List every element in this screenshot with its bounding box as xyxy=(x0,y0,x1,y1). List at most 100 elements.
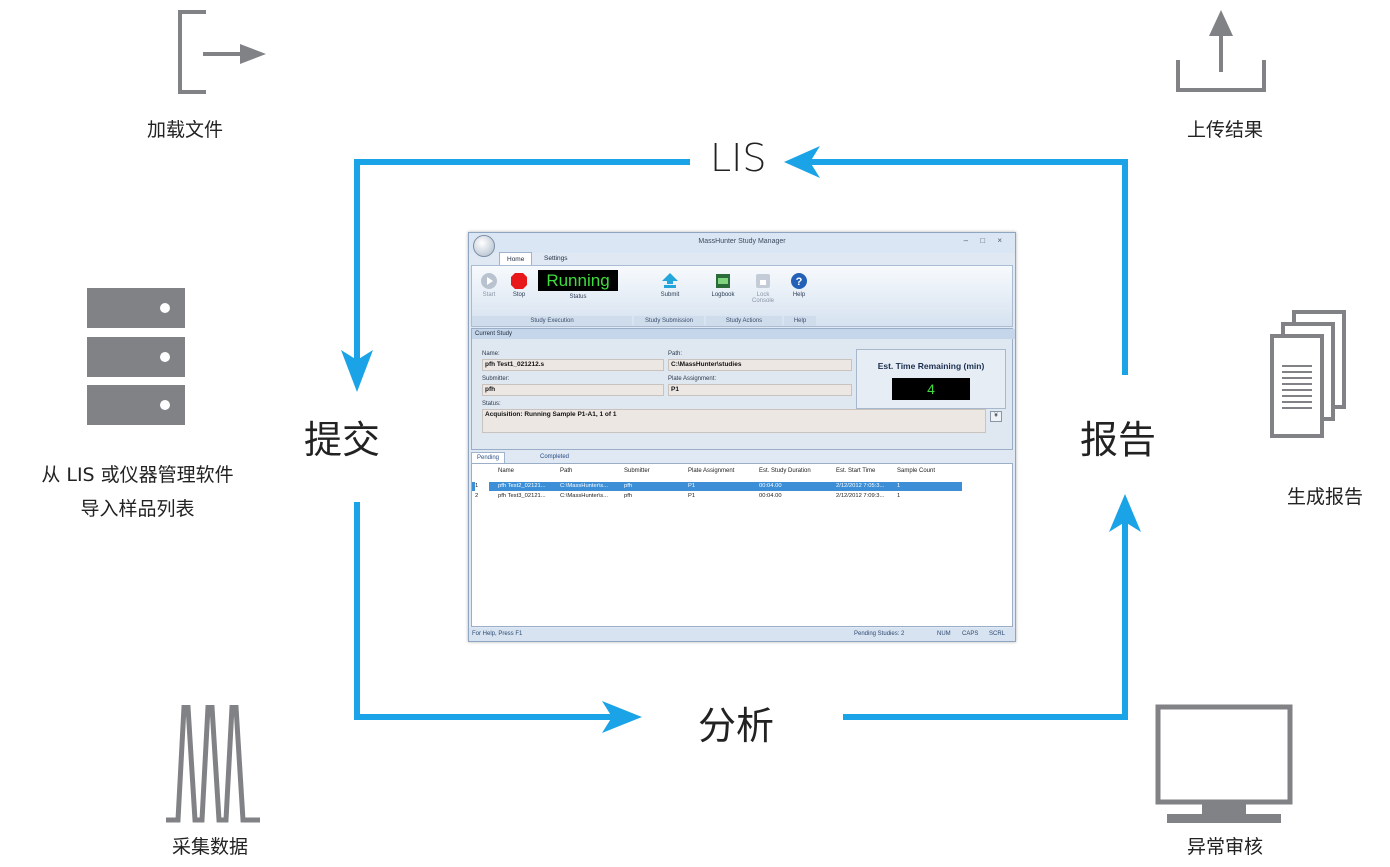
acquire-data-label: 采集数据 xyxy=(171,836,248,858)
svg-text:?: ? xyxy=(796,276,803,288)
group-help: Help xyxy=(784,316,816,326)
generate-report-label: 生成报告 xyxy=(1286,486,1363,508)
cell-path: C:\MassHunter\s... xyxy=(560,493,608,499)
cell-submitter: pfh xyxy=(624,483,633,489)
upload-icon xyxy=(1176,10,1266,92)
path-field: C:\MassHunter\studies xyxy=(668,359,852,371)
start-button[interactable]: Start xyxy=(476,272,502,298)
status-label: Status: xyxy=(482,401,501,407)
lock-icon xyxy=(756,274,770,288)
table-row[interactable]: 2 pfh Test3_02121... C:\MassHunter\s... … xyxy=(472,492,962,501)
help-button[interactable]: ? Help xyxy=(786,272,812,298)
submit-icon xyxy=(662,273,678,288)
cell-plate: P1 xyxy=(688,483,696,489)
col-est-start-time[interactable]: Est. Start Time xyxy=(836,468,876,474)
cell-submitter: pfh xyxy=(624,493,633,499)
lock-label: Lock xyxy=(756,292,770,298)
tab-home[interactable]: Home xyxy=(499,252,533,266)
cell-sample-count: 1 xyxy=(897,483,901,489)
import-list-label-line2: 导入样品列表 xyxy=(80,498,195,520)
group-study-execution: Study Execution xyxy=(472,316,632,326)
logbook-label: Logbook xyxy=(711,292,735,298)
cell-name: pfh Test3_02121... xyxy=(498,493,546,499)
cell-sample-count: 1 xyxy=(897,493,901,499)
exception-review-label: 异常审核 xyxy=(1186,836,1263,858)
col-est-study-duration[interactable]: Est. Study Duration xyxy=(759,468,811,474)
plate-field: P1 xyxy=(668,384,852,396)
group-study-actions: Study Actions xyxy=(706,316,782,326)
col-path[interactable]: Path xyxy=(560,468,573,474)
stop-label: Stop xyxy=(512,292,526,298)
est-time-title: Est. Time Remaining (min) xyxy=(877,361,985,371)
plate-label: Plate Assignment: xyxy=(668,376,717,382)
cell-name: pfh Test2_02121... xyxy=(498,483,546,489)
tab-settings[interactable]: Settings xyxy=(544,255,568,262)
arrow-analyze-to-report xyxy=(843,520,1128,720)
tab-completed-studies[interactable]: Completed Studies xyxy=(540,454,570,471)
status-field: Acquisition: Running Sample P1-A1, 1 of … xyxy=(482,409,986,433)
study-manager-window: MassHunter Study Manager – □ × Home Sett… xyxy=(468,232,1016,642)
lock-console-button[interactable]: Lock Console xyxy=(748,272,778,304)
documents-icon xyxy=(1270,310,1346,438)
submitter-field: pfh xyxy=(482,384,664,396)
cell-duration: 00:04.00 xyxy=(759,493,782,499)
row-number: 2 xyxy=(475,493,479,499)
status-pending-count: Pending Studies: 2 xyxy=(854,631,905,637)
arrow-head-report xyxy=(1109,494,1141,532)
arrow-head-submit xyxy=(341,350,373,392)
server-stack-icon xyxy=(87,288,185,425)
submit-button[interactable]: Submit xyxy=(652,272,688,298)
arrow-head-lis xyxy=(784,146,820,178)
logbook-button[interactable]: Logbook xyxy=(706,272,740,298)
current-study-title: Current Study xyxy=(472,329,1015,339)
console-label: Console xyxy=(751,298,774,304)
upload-results-label: 上传结果 xyxy=(1186,119,1263,141)
status-help-text: For Help, Press F1 xyxy=(472,631,523,637)
load-file-label: 加载文件 xyxy=(146,119,223,141)
status-caps: CAPS xyxy=(962,631,979,637)
arrow-report-to-lis xyxy=(800,159,1128,375)
arrow-head-analyze xyxy=(602,701,642,733)
est-time-value: 4 xyxy=(892,378,970,400)
window-controls[interactable]: – □ × xyxy=(963,236,1007,245)
cell-start-time: 2/12/2012 7:09:3... xyxy=(836,493,885,499)
title-bar: MassHunter Study Manager – □ × xyxy=(469,233,1015,257)
group-study-submission: Study Submission xyxy=(634,316,704,326)
col-plate-assignment[interactable]: Plate Assignment xyxy=(688,468,735,474)
import-list-label: 从 LIS 或仪器管理软件 导入样品列表 xyxy=(0,458,275,526)
load-file-icon xyxy=(178,10,266,94)
logbook-icon xyxy=(716,274,730,288)
arrow-lis-to-submit xyxy=(354,159,690,365)
submit-caption: Submit xyxy=(660,292,680,298)
app-menu-button[interactable] xyxy=(473,235,495,257)
arrow-submit-to-analyze xyxy=(354,502,620,720)
est-time-box: Est. Time Remaining (min) 4 xyxy=(856,349,1006,409)
current-study-panel: Current Study Name: pfh Test1_021212.s P… xyxy=(471,328,1015,450)
name-label: Name: xyxy=(482,351,500,357)
help-icon: ? xyxy=(791,273,807,289)
help-label: Help xyxy=(792,292,806,298)
status-bar: For Help, Press F1 Pending Studies: 2 NU… xyxy=(469,628,1015,641)
col-name[interactable]: Name xyxy=(498,468,515,474)
status-scrl: SCRL xyxy=(989,631,1006,637)
pending-studies-grid: Name Path Submitter Plate Assignment Est… xyxy=(471,463,1013,627)
submitter-label: Submitter: xyxy=(482,376,510,382)
report-label: 报告 xyxy=(1070,409,1167,464)
start-icon xyxy=(481,273,497,289)
status-display: Running xyxy=(538,270,618,291)
name-field: pfh Test1_021212.s xyxy=(482,359,664,371)
peaks-icon xyxy=(166,705,260,823)
lis-label: LIS xyxy=(700,136,777,180)
expand-status-button[interactable]: ¥ xyxy=(990,411,1002,422)
stop-icon xyxy=(511,273,527,289)
import-list-label-line1: 从 LIS 或仪器管理软件 xyxy=(41,464,234,486)
col-submitter[interactable]: Submitter xyxy=(624,468,650,474)
stop-button[interactable]: Stop xyxy=(506,272,532,298)
ribbon: Start Stop Running Status Submit Logbook… xyxy=(471,265,1013,327)
table-row[interactable]: 1 pfh Test2_02121... C:\MassHunter\s... … xyxy=(472,482,962,491)
col-sample-count[interactable]: Sample Count xyxy=(897,468,936,474)
status-num: NUM xyxy=(937,631,951,637)
cell-path: C:\MassHunter\s... xyxy=(560,483,608,489)
cell-plate: P1 xyxy=(688,493,696,499)
window-title: MassHunter Study Manager xyxy=(698,238,786,245)
